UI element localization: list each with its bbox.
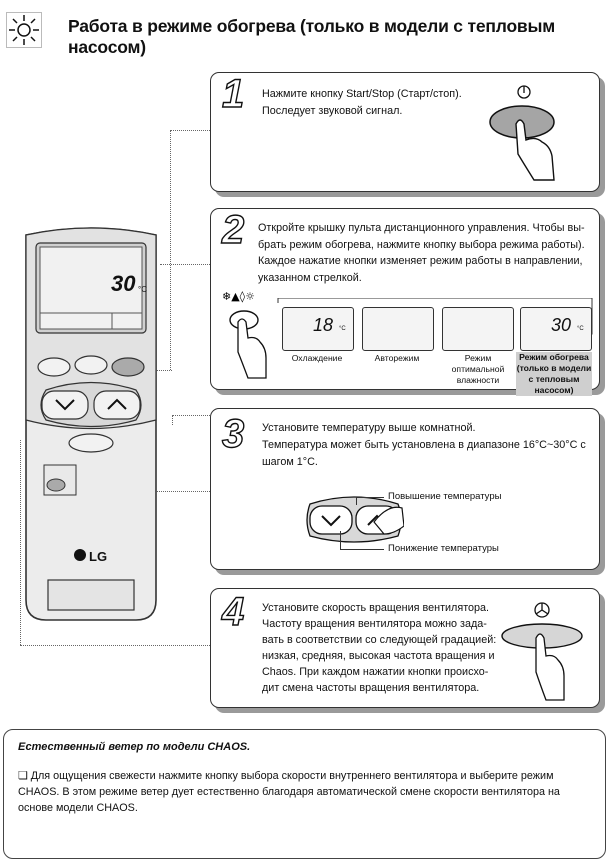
note-box: [3, 729, 606, 859]
arrow-down-line: [340, 531, 341, 549]
temp-buttons-illustration: [304, 486, 405, 561]
step-3-box: [210, 408, 600, 570]
page-title: Работа в режиме обогрева (только в модел…: [68, 16, 555, 57]
arrow-up-line: [356, 497, 384, 498]
label-temp-down: Понижение температуры: [388, 543, 499, 554]
lcd-heat-temp: 30: [551, 315, 572, 335]
mode-label-heat: Режим обогрева (только в модели с теплов…: [516, 352, 592, 396]
connector-line: [20, 645, 212, 646]
connector-line: [172, 415, 173, 425]
note-body: Для ощущения свежести нажмите кнопку выб…: [18, 770, 560, 814]
sun-icon: [6, 12, 42, 48]
lcd-cooling: 18 °C: [282, 307, 354, 351]
connector-line: [20, 440, 21, 645]
svg-text:❄▲◊☼: ❄▲◊☼: [222, 290, 255, 303]
remote-temp: 30: [111, 271, 136, 296]
note-text: ❏ Для ощущения свежести нажмите кнопку в…: [18, 768, 583, 816]
lcd-cooling-unit: °C: [339, 326, 346, 332]
connector-line: [170, 130, 171, 370]
lcd-cooling-temp: 18: [313, 315, 334, 335]
step-3-text: Установите температуру выше комнатной. Т…: [262, 422, 586, 468]
brand-logo: LG: [89, 549, 108, 564]
mode-button-illustration: ❄▲◊☼: [220, 288, 276, 385]
step-2-text: Откройте крышку пульта дистанционного уп…: [258, 222, 585, 284]
step-1-text: Нажмите кнопку Start/Stop (Старт/стоп). …: [262, 88, 462, 117]
mode-label-auto: Авторежим: [374, 353, 420, 363]
lcd-dry: [442, 307, 514, 351]
lcd-auto: [362, 307, 434, 351]
lcd-heat: 30 °C: [520, 307, 592, 351]
step-4-text: Установите скорость вращения вентилятора…: [262, 602, 497, 694]
step-2-number: 2: [221, 207, 245, 252]
start-stop-button-illustration: [486, 84, 586, 189]
step-3-number: 3: [221, 411, 245, 456]
connector-line: [160, 264, 212, 265]
mode-label-dry: Режим оптимальной влажности: [451, 353, 505, 385]
fan-button-illustration: [496, 598, 596, 707]
note-title: Естественный ветер по модели CHAOS.: [18, 741, 251, 753]
connector-line: [170, 130, 212, 131]
mode-label-cooling: Охлаждение: [291, 353, 343, 363]
label-temp-up: Повышение температуры: [388, 491, 502, 502]
note-bullet: ❏: [18, 770, 28, 782]
remote-control: 30 °C LG: [16, 225, 166, 625]
arrow-down-line: [340, 549, 384, 550]
step-1-number: 1: [221, 71, 245, 116]
step-4-number: 4: [221, 589, 245, 634]
lcd-heat-unit: °C: [577, 326, 584, 332]
arrow-up-line: [356, 497, 357, 505]
connector-line: [172, 415, 212, 416]
connector-line: [150, 370, 172, 371]
remote-temp-unit: °C: [138, 285, 147, 294]
